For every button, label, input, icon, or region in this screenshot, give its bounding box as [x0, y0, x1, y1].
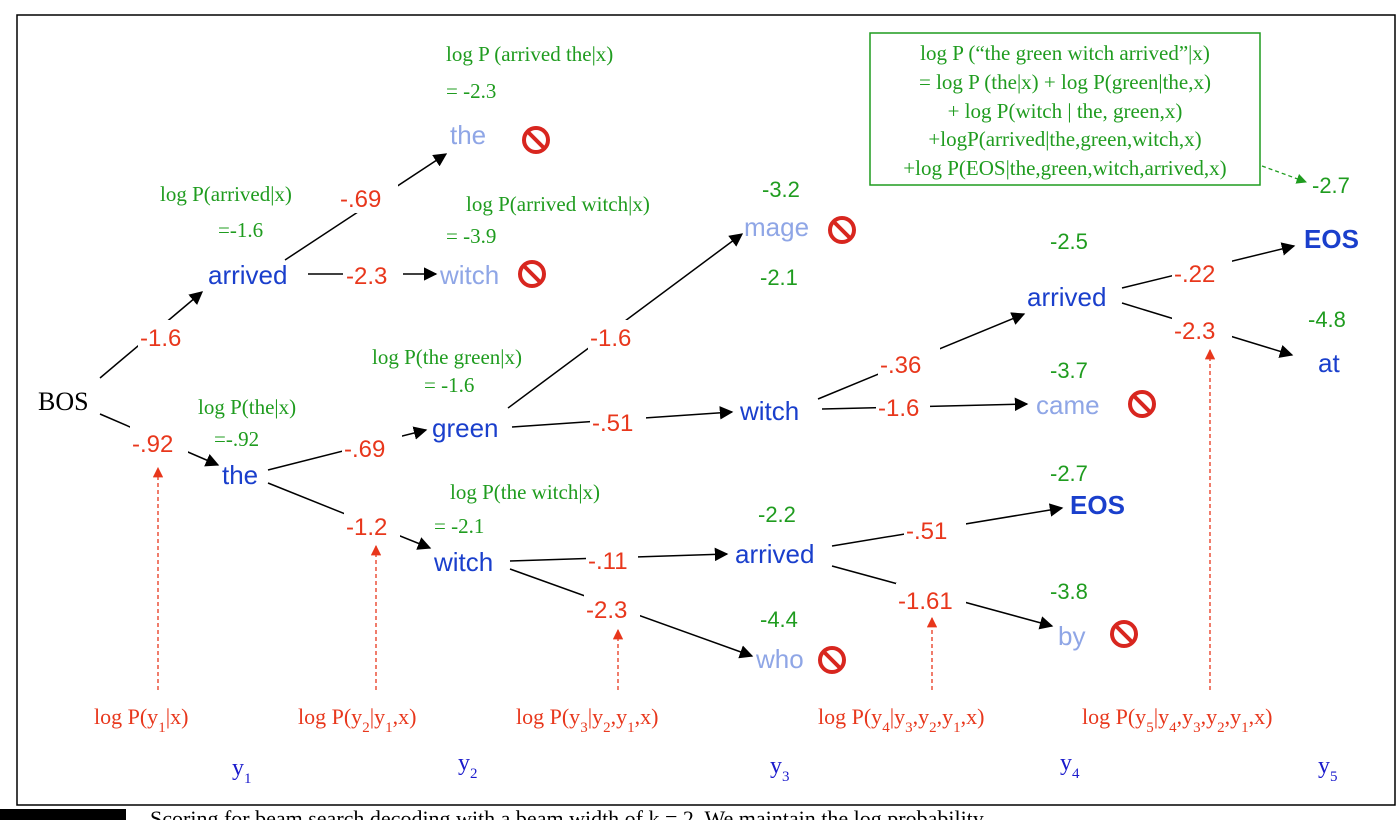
box-line-1: log P (“the green witch arrived”|x): [920, 41, 1210, 65]
prune-icon: [818, 646, 846, 674]
score-eos5: -2.7: [1312, 173, 1350, 198]
edge-label-witch3-arrived: -.36: [880, 352, 921, 379]
score-by: -3.8: [1050, 579, 1088, 604]
annotation-arrived-the-line2: = -2.3: [446, 79, 496, 103]
box-line-3: + log P(witch | the, green,x): [948, 99, 1183, 123]
node-y2-the-pruned: the: [450, 120, 486, 150]
node-y5-at: at: [1318, 348, 1340, 378]
figure-label: Figure 10.8: [4, 806, 110, 820]
edge-label-the-witch: -1.2: [346, 514, 387, 541]
step-label-y3: y3: [770, 753, 790, 785]
annotation-arrived-line1: log P(arrived|x): [160, 182, 292, 206]
box-line-5: +log P(EOS|the,green,witch,arrived,x): [903, 156, 1226, 180]
edge-label-arrived3-by: -1.61: [898, 588, 953, 615]
prune-icon: [518, 260, 546, 288]
sequence-score-box: [869, 32, 1261, 186]
prune-icon: [1110, 620, 1138, 648]
step-label-y4: y4: [1060, 750, 1080, 782]
edge-label-witch-who: -2.3: [586, 597, 627, 624]
edge-label-bos-the: -.92: [132, 431, 173, 458]
annotation-the-green-line1: log P(the green|x): [372, 345, 522, 369]
box-line-4: +logP(arrived|the,green,witch,x): [928, 127, 1201, 151]
step-formula-1: log P(y1|x): [94, 704, 188, 736]
diagram-border: [16, 14, 1396, 806]
prune-icon: [1128, 390, 1156, 418]
box-pointer-arrow: [1261, 165, 1307, 184]
node-y3-who-pruned: who: [755, 644, 804, 674]
annotation-the-line1: log P(the|x): [198, 395, 296, 419]
node-y2-green: green: [432, 413, 499, 443]
node-y5-eos: EOS: [1304, 224, 1359, 254]
figure-label-bg: [0, 809, 126, 820]
step-label-y1: y1: [232, 755, 252, 787]
node-y1-the: the: [222, 460, 258, 490]
edge-label-arrived3-eos: -.51: [906, 518, 947, 545]
annotation-arrived-the-line1: log P (arrived the|x): [446, 42, 613, 66]
box-line-2: = log P (the|x) + log P(green|the,x): [919, 70, 1211, 94]
score-came: -3.7: [1050, 358, 1088, 383]
node-y4-came-pruned: came: [1036, 390, 1100, 420]
step-label-y5: y5: [1318, 753, 1338, 785]
annotation-arrived-witch-line1: log P(arrived witch|x): [466, 192, 650, 216]
node-y4-arrived: arrived: [1027, 282, 1106, 312]
step-formula-5: log P(y5|y4,y3,y2,y1,x): [1082, 704, 1272, 736]
annotation-arrived-witch-line2: = -3.9: [446, 224, 496, 248]
edge-label-bos-arrived: -1.6: [140, 325, 181, 352]
annotation-the-witch-line2: = -2.1: [434, 514, 484, 538]
annotation-arrived-line2: =-1.6: [218, 218, 263, 242]
annotation-the-line2: =-.92: [214, 427, 259, 451]
step-formula-2: log P(y2|y1,x): [298, 704, 416, 736]
edge-label-green-witch: -.51: [592, 410, 633, 437]
node-y2-witch-pruned: witch: [439, 260, 499, 290]
annotation-the-green-line2: = -1.6: [424, 373, 474, 397]
edge-label-green-mage: -1.6: [590, 325, 631, 352]
step-label-y2: y2: [458, 750, 478, 782]
node-y3-mage-pruned: mage: [744, 212, 809, 242]
node-y2-witch: witch: [433, 547, 493, 577]
edge-label-arrived4-at: -2.3: [1174, 318, 1215, 345]
edge-label-arrived-witch: -2.3: [346, 263, 387, 290]
score-witch3: -2.1: [760, 265, 798, 290]
score-eos4: -2.7: [1050, 461, 1088, 486]
edge-label-arrived-the: -.69: [340, 186, 381, 213]
prune-icon: [828, 216, 856, 244]
annotation-the-witch-line1: log P(the witch|x): [450, 480, 600, 504]
score-who: -4.4: [760, 607, 798, 632]
figure-caption: Scoring for beam search decoding with a …: [150, 806, 984, 820]
node-y3-witch: witch: [739, 396, 799, 426]
step-formula-3: log P(y3|y2,y1,x): [516, 704, 658, 736]
node-y1-arrived: arrived: [208, 260, 287, 290]
edge-label-the-green: -.69: [344, 436, 385, 463]
node-bos: BOS: [38, 387, 89, 416]
score-arrived3: -2.2: [758, 502, 796, 527]
score-arrived4: -2.5: [1050, 229, 1088, 254]
edge-label-witch-arrived: -.11: [588, 548, 628, 575]
node-y3-arrived: arrived: [735, 539, 814, 569]
node-y4-eos: EOS: [1070, 490, 1125, 520]
edge-label-witch3-came: -1.6: [878, 395, 919, 422]
edge-label-arrived4-eos: -.22: [1174, 261, 1215, 288]
score-mage: -3.2: [762, 177, 800, 202]
prune-icon: [522, 126, 550, 154]
node-y4-by-pruned: by: [1058, 621, 1085, 651]
step-formula-4: log P(y4|y3,y2,y1,x): [818, 704, 984, 736]
score-at: -4.8: [1308, 307, 1346, 332]
